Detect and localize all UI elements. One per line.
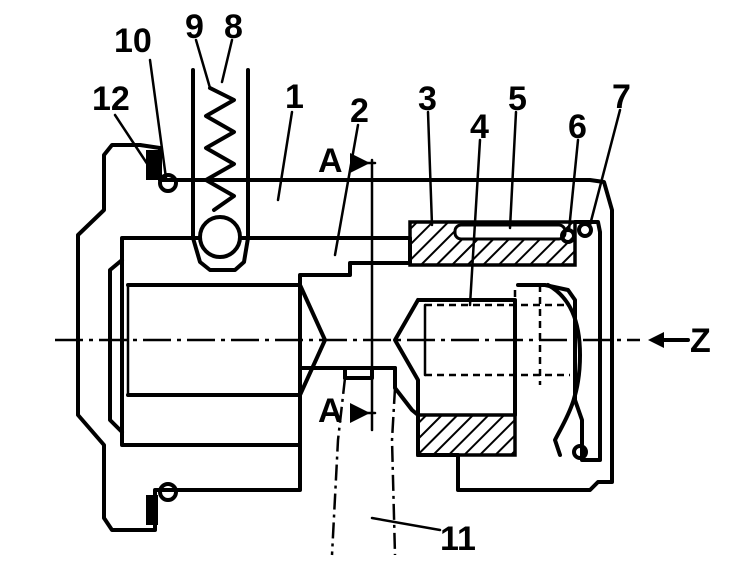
leader-4 bbox=[468, 138, 482, 307]
leader-8 bbox=[220, 38, 234, 84]
label-11: 11 bbox=[440, 520, 476, 558]
leader-3 bbox=[426, 110, 434, 227]
housing-top-edge bbox=[138, 143, 162, 182]
piston bbox=[393, 298, 517, 417]
o-ring-bottom bbox=[158, 482, 178, 502]
leader-1 bbox=[276, 110, 294, 202]
leader-7 bbox=[588, 108, 622, 227]
tool-top bbox=[343, 366, 397, 380]
leader-lines bbox=[113, 38, 622, 532]
leader-11 bbox=[370, 516, 442, 532]
seal-bottom bbox=[146, 495, 158, 525]
right-inner-housing bbox=[516, 220, 602, 462]
label-view-z: Z bbox=[690, 322, 711, 360]
spring-plate bbox=[546, 283, 582, 457]
spring bbox=[204, 86, 236, 212]
leader-5 bbox=[508, 110, 518, 230]
label-8: 8 bbox=[224, 8, 243, 46]
label-7: 7 bbox=[612, 78, 631, 116]
o-ring-top bbox=[158, 173, 178, 193]
view-arrow-head bbox=[648, 332, 664, 348]
label-1: 1 bbox=[285, 78, 304, 116]
plate-end bbox=[572, 444, 588, 460]
label-2: 2 bbox=[350, 92, 369, 130]
ball bbox=[198, 215, 242, 259]
tool-shaft bbox=[330, 377, 397, 556]
leader-12 bbox=[113, 113, 150, 167]
leader-2 bbox=[333, 123, 360, 257]
threaded-plug bbox=[108, 258, 124, 434]
label-5: 5 bbox=[508, 80, 527, 118]
leader-9 bbox=[194, 38, 212, 90]
label-section-a-top: A bbox=[318, 142, 343, 180]
label-section-a-bottom: A bbox=[318, 392, 343, 430]
sleeve-lower bbox=[416, 413, 517, 457]
leader-10 bbox=[148, 58, 168, 180]
leader-6 bbox=[567, 138, 580, 232]
spring-guide bbox=[191, 68, 250, 272]
label-10: 10 bbox=[114, 22, 152, 60]
label-4: 4 bbox=[470, 108, 489, 146]
label-6: 6 bbox=[568, 108, 587, 146]
seal-top bbox=[146, 150, 158, 180]
label-12: 12 bbox=[92, 80, 130, 118]
label-3: 3 bbox=[418, 80, 437, 118]
label-9: 9 bbox=[185, 8, 204, 46]
